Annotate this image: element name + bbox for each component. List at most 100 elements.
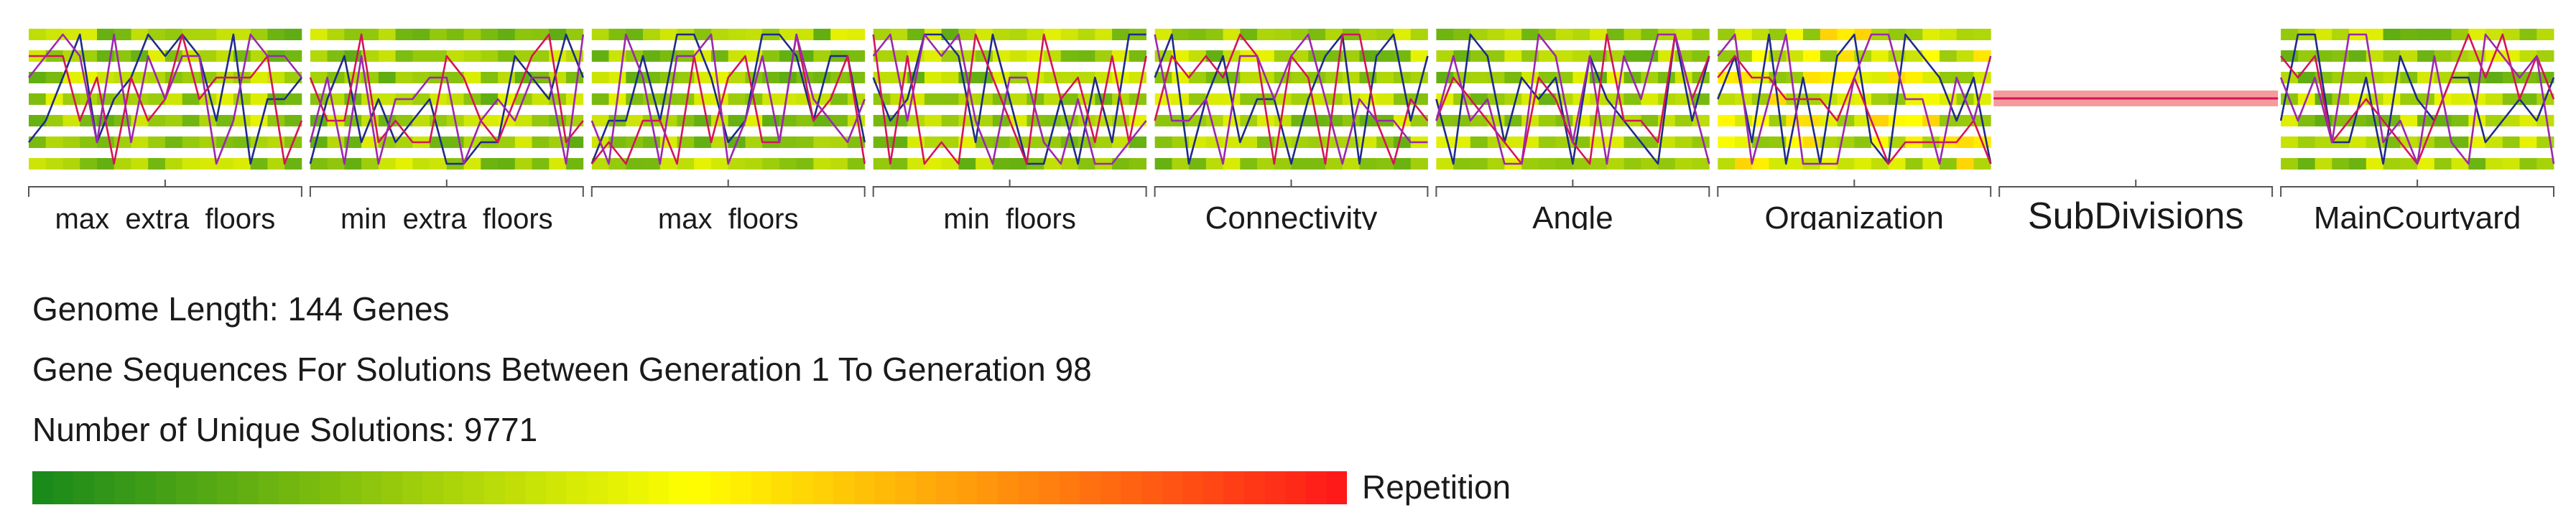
heat-cell	[310, 50, 328, 62]
heat-cell	[1044, 29, 1062, 40]
heat-cell	[1521, 29, 1539, 40]
heat-cell	[591, 158, 609, 170]
heat-cell	[344, 115, 362, 126]
heat-cell	[284, 50, 302, 62]
scale-step	[422, 471, 443, 504]
heat-cell	[2468, 136, 2486, 148]
heat-cell	[267, 115, 285, 126]
heat-cell	[250, 93, 268, 105]
scale-step	[1162, 471, 1183, 504]
heat-cell	[1538, 93, 1557, 105]
heat-cell	[1538, 158, 1557, 170]
gene-group-angle: Angle	[1435, 29, 1710, 230]
heat-cell	[45, 72, 63, 83]
scale-step	[545, 471, 567, 504]
scale-step	[628, 471, 649, 504]
heat-cell	[1078, 50, 1095, 62]
heat-cell	[830, 115, 848, 126]
scale-step	[1039, 471, 1060, 504]
gene-group-maincourtyard: MainCourtyard	[2279, 29, 2555, 230]
heat-cell	[498, 29, 516, 40]
heat-cell	[250, 136, 268, 148]
heat-cell	[1394, 93, 1412, 105]
heat-cell	[1751, 29, 1769, 40]
heat-cell	[463, 115, 481, 126]
heat-cell	[1940, 72, 1958, 83]
heat-cell	[233, 115, 251, 126]
solution-trajectory-line	[2279, 33, 2555, 165]
heat-cell	[694, 115, 712, 126]
heat-cell	[2536, 50, 2554, 62]
heat-cell	[1291, 72, 1309, 83]
scale-step	[525, 471, 546, 504]
heat-cell	[1803, 50, 1821, 62]
solution-trajectory-line	[1717, 33, 1992, 165]
heat-cell	[1718, 29, 1736, 40]
heat-cell	[1751, 136, 1769, 148]
scale-step	[381, 471, 402, 504]
heat-cell	[813, 158, 831, 170]
heat-cell	[907, 115, 925, 126]
heat-cell	[216, 158, 234, 170]
gene-group-max-floors: max_floors	[590, 29, 866, 230]
heat-cell	[284, 29, 302, 40]
scale-step	[833, 471, 854, 504]
heat-cell	[310, 29, 328, 40]
heat-cell	[1905, 158, 1923, 170]
heat-cell	[378, 29, 397, 40]
heat-cell	[1973, 72, 1991, 83]
scale-step	[1244, 471, 1265, 504]
heat-cell	[1342, 72, 1360, 83]
solution-trajectory-line	[590, 33, 866, 165]
heat-cell	[1257, 115, 1275, 126]
heat-cell	[1718, 50, 1736, 62]
heat-cell	[45, 115, 63, 126]
heat-cell	[199, 115, 217, 126]
heat-cell	[1470, 29, 1488, 40]
heat-cell	[677, 115, 695, 126]
heat-cell	[2366, 29, 2383, 40]
heat-cell	[941, 136, 959, 148]
heat-cell	[165, 115, 183, 126]
solution-trajectory-line	[1435, 33, 1710, 165]
heat-cell	[1641, 50, 1659, 62]
solution-trajectory-line	[309, 33, 585, 165]
heat-cell	[1820, 29, 1838, 40]
group-bracket	[28, 186, 302, 197]
heat-cell	[1786, 158, 1804, 170]
heat-cell	[1189, 93, 1207, 105]
heat-cell	[1905, 72, 1923, 83]
heat-cell	[233, 29, 251, 40]
heat-cell	[113, 29, 131, 40]
scale-step	[155, 471, 177, 504]
heat-cell	[1940, 158, 1958, 170]
scale-step	[669, 471, 690, 504]
heat-cell	[310, 72, 328, 83]
heat-cell	[711, 158, 729, 170]
heat-cell	[924, 158, 942, 170]
heat-cell	[1922, 50, 1940, 62]
heat-cell	[2417, 50, 2435, 62]
heat-cell	[80, 136, 98, 148]
heat-cell	[1436, 115, 1454, 126]
heat-cell	[412, 158, 430, 170]
heat-cell	[976, 93, 993, 105]
heat-cell	[2315, 158, 2332, 170]
heat-cell	[216, 29, 234, 40]
heat-cell	[1521, 158, 1539, 170]
heat-cell	[694, 136, 712, 148]
heat-cell	[941, 158, 959, 170]
heat-cell	[532, 29, 550, 40]
heat-cell	[2519, 29, 2537, 40]
group-bracket	[872, 186, 1147, 197]
gene-sequences-text: Gene Sequences For Solutions Between Gen…	[32, 351, 1092, 388]
heat-cell	[1172, 158, 1190, 170]
group-bracket	[590, 186, 866, 197]
scale-step	[484, 471, 505, 504]
scale-step	[1264, 471, 1286, 504]
heat-cell	[1240, 136, 1258, 148]
group-label: MainCourtyard	[2314, 200, 2521, 230]
heat-cell	[412, 115, 430, 126]
scale-step	[1182, 471, 1203, 504]
heat-cell	[284, 72, 302, 83]
